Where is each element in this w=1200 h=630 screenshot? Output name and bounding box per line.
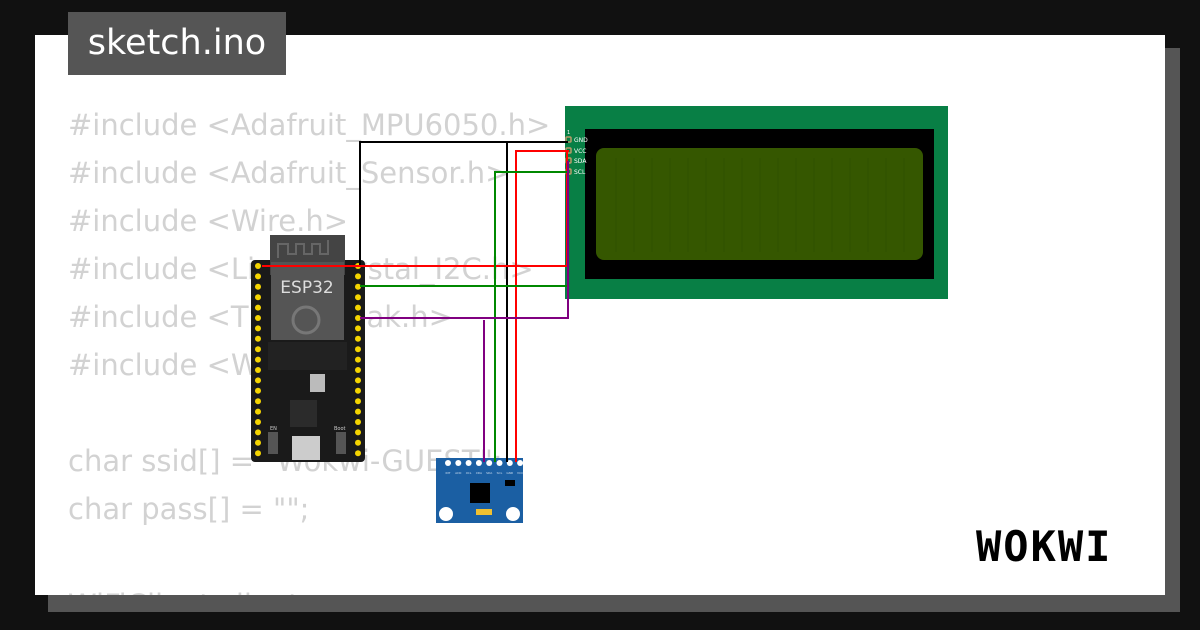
lcd-pin-scl: SCL bbox=[574, 169, 586, 176]
mpu-pin[interactable] bbox=[517, 460, 524, 466]
espressif-logo-icon bbox=[291, 305, 321, 335]
esp32-pin[interactable] bbox=[255, 335, 261, 342]
code-line: char pass[] = ""; bbox=[68, 492, 310, 526]
esp32-pin[interactable] bbox=[255, 325, 261, 332]
wokwi-logo: WOKWI bbox=[976, 522, 1113, 571]
esp32-board[interactable]: ESP32 EN Boot bbox=[251, 235, 365, 462]
esp32-pin[interactable] bbox=[255, 419, 261, 425]
esp32-pin[interactable] bbox=[255, 408, 261, 415]
wire-gnd bbox=[359, 141, 568, 266]
usb-port bbox=[292, 436, 320, 460]
code-line: #include <Adafruit_MPU6050.h> bbox=[68, 108, 551, 142]
esp32-pin[interactable] bbox=[355, 356, 361, 363]
lcd-pin-sda: SDA bbox=[574, 158, 587, 165]
esp32-pin[interactable] bbox=[355, 439, 361, 446]
esp32-pin[interactable] bbox=[355, 283, 361, 290]
mpu-pin-label: SCL bbox=[497, 471, 503, 475]
esp32-pin[interactable] bbox=[255, 294, 261, 301]
esp32-pin[interactable] bbox=[355, 346, 361, 353]
esp32-pin[interactable] bbox=[355, 419, 361, 425]
esp32-pin[interactable] bbox=[355, 304, 361, 311]
esp32-pin[interactable] bbox=[355, 450, 361, 457]
esp32-pin[interactable] bbox=[355, 335, 361, 342]
mpu-pin-label: XDA bbox=[476, 471, 483, 475]
esp32-pin[interactable] bbox=[355, 315, 361, 321]
en-button[interactable] bbox=[268, 432, 278, 454]
mpu-pin-label: AD0 bbox=[455, 471, 461, 475]
esp32-pin[interactable] bbox=[355, 273, 361, 280]
esp32-pin[interactable] bbox=[255, 304, 261, 311]
esp32-pin[interactable] bbox=[255, 346, 261, 353]
code-line: WiFiClient client; bbox=[68, 581, 550, 595]
esp32-pin[interactable] bbox=[355, 325, 361, 332]
mpu-pin[interactable] bbox=[465, 460, 472, 466]
mpu-pin[interactable] bbox=[445, 460, 451, 466]
esp32-pin[interactable] bbox=[255, 377, 261, 384]
lcd-display[interactable]: 1 GND VCC SDA SCL bbox=[565, 106, 948, 299]
esp32-pin[interactable] bbox=[355, 377, 361, 384]
wire-sda bbox=[360, 161, 569, 319]
esp32-pin[interactable] bbox=[255, 273, 261, 280]
mpu-pin[interactable] bbox=[496, 460, 503, 466]
mpu-pin-label: SDA bbox=[486, 471, 493, 475]
wire-vcc-mpu bbox=[515, 150, 567, 462]
code-preview: #include <Adafruit_MPU6050.h> #include <A… bbox=[68, 101, 550, 595]
code-line: #include <Adafruit_Sensor.h> bbox=[68, 156, 510, 190]
mpu-pin[interactable] bbox=[475, 460, 482, 466]
mpu-pin[interactable] bbox=[486, 460, 493, 466]
mpu-pin-label: GND bbox=[506, 471, 514, 475]
mpu-pin[interactable] bbox=[506, 460, 513, 466]
esp32-pin[interactable] bbox=[255, 315, 261, 321]
boot-label: Boot bbox=[334, 426, 346, 432]
esp32-pin[interactable] bbox=[355, 398, 361, 405]
esp32-pin[interactable] bbox=[255, 283, 261, 290]
esp32-pin[interactable] bbox=[255, 356, 261, 363]
wires bbox=[262, 141, 569, 462]
mpu-pin-label: VCC bbox=[517, 471, 523, 475]
wire-scl-mpu bbox=[494, 171, 568, 462]
esp32-pin[interactable] bbox=[255, 387, 261, 394]
lcd-pin-vcc: VCC bbox=[574, 148, 586, 155]
mpu-pin-label: XCL bbox=[466, 471, 472, 475]
lcd-pin-gnd: GND bbox=[574, 137, 588, 144]
lcd-pin-number: 1 bbox=[567, 130, 570, 136]
esp32-pin[interactable] bbox=[255, 450, 261, 457]
file-title: sketch.ino bbox=[68, 12, 286, 75]
esp32-pin[interactable] bbox=[255, 398, 261, 405]
en-label: EN bbox=[270, 426, 277, 432]
esp32-label: ESP32 bbox=[280, 278, 333, 298]
esp32-pin[interactable] bbox=[355, 367, 361, 373]
esp32-pin[interactable] bbox=[255, 439, 261, 446]
esp32-pin[interactable] bbox=[355, 387, 361, 394]
esp32-pin[interactable] bbox=[355, 294, 361, 301]
esp32-pin[interactable] bbox=[355, 429, 361, 436]
mpu-pin-label: INT bbox=[446, 471, 451, 475]
boot-button[interactable] bbox=[336, 432, 346, 454]
esp32-pin[interactable] bbox=[255, 429, 261, 436]
code-line: #include <Wire.h> bbox=[68, 204, 349, 238]
esp32-pin[interactable] bbox=[355, 408, 361, 415]
mpu-pin[interactable] bbox=[455, 460, 462, 466]
esp32-pin[interactable] bbox=[255, 367, 261, 373]
esp32-pin[interactable] bbox=[255, 263, 261, 269]
